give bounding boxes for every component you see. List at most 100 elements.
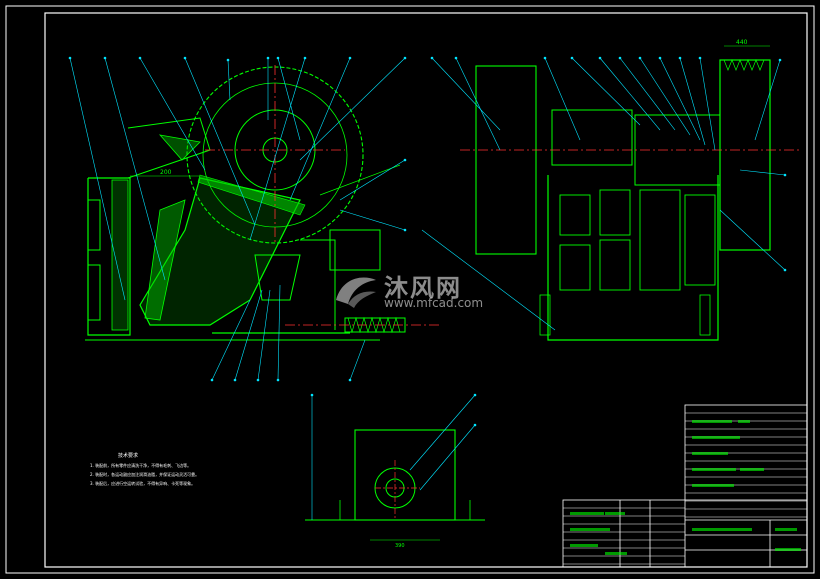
title-block [562, 404, 808, 568]
notes-title: 技术要求 [118, 453, 139, 459]
callout-dot [183, 56, 187, 60]
leader-line [679, 57, 706, 146]
bottom-view [305, 429, 485, 541]
callout-dot [303, 56, 307, 60]
callout-dot [226, 58, 230, 62]
table-cell-text-mark [692, 528, 752, 531]
table-cell-text-mark [692, 436, 740, 439]
callout-dot [403, 56, 407, 60]
bearing-housing [551, 109, 633, 166]
leader-line [104, 57, 166, 281]
table-cell-text-mark [692, 452, 728, 455]
drawing-frame [44, 12, 808, 568]
pulley-grooves [723, 59, 765, 71]
anchor-bolt-left [539, 294, 551, 336]
note-line-3: 3. 装配后，应进行空运转试验，不得有异响、卡死等现象。 [90, 481, 196, 486]
leader-line [184, 57, 256, 226]
note-line-1: 1. 装配前，所有零件应清洗干净，不得有毛刺、飞边等。 [90, 463, 192, 468]
leader-line [227, 59, 231, 101]
callout-dot [570, 56, 574, 60]
motor-frame [354, 429, 456, 521]
table-cell-text-mark [605, 552, 627, 555]
callout-dot [473, 423, 477, 427]
leader-line [289, 57, 351, 201]
callout-dot [276, 56, 280, 60]
watermark-url: www.mfcad.com [384, 296, 484, 310]
side-pocket-2 [559, 244, 591, 291]
callout-dot [454, 56, 458, 60]
frame-side-body [547, 175, 719, 341]
side-pocket-4 [599, 239, 631, 291]
dim-side: 440 [724, 39, 770, 47]
frame-left-wall [87, 177, 131, 336]
callout-dot [473, 393, 477, 397]
rear-wall [300, 239, 336, 330]
side-pocket-1 [559, 194, 591, 236]
callout-dot [698, 56, 702, 60]
callout-dot [783, 268, 787, 272]
table-cell-text-mark [775, 548, 801, 551]
dim-label-3: 390 [395, 543, 405, 549]
leader-line [277, 284, 281, 381]
callout-dot [103, 56, 107, 60]
note-line-2: 2. 装配时，各运动副应加注润滑油脂，并保证运动灵活可靠。 [90, 472, 200, 477]
leader-line [659, 57, 701, 141]
pulley-side [719, 59, 771, 251]
leader-line [277, 57, 301, 141]
callout-dot [210, 378, 214, 382]
table-cell-text-mark [740, 468, 764, 471]
table-cell-text-mark [738, 420, 750, 423]
callout-dot [138, 56, 142, 60]
leader-line [571, 57, 641, 126]
table-cell-text-mark [775, 528, 797, 531]
fixed-jaw-plate [111, 179, 129, 331]
leader-line [419, 424, 476, 491]
watermark-title: 沐风网 [384, 274, 462, 302]
callout-dot [276, 378, 280, 382]
leader-line [339, 159, 406, 201]
side-pocket-3 [599, 189, 631, 236]
callout-dot [403, 158, 407, 162]
table-cell-text-mark [692, 484, 734, 487]
watermark: 沐风网 www.mfcad.com [332, 266, 502, 314]
callout-dot [256, 378, 260, 382]
callout-dot [638, 56, 642, 60]
callout-dot [310, 393, 314, 397]
callout-dot [266, 56, 270, 60]
callout-dot [778, 58, 782, 62]
leader-line [739, 169, 786, 176]
callout-dot [543, 56, 547, 60]
leader-line [431, 57, 501, 131]
callout-dot [348, 378, 352, 382]
leader-line [234, 289, 263, 381]
leader-line [719, 209, 786, 271]
jaw-top-cover [197, 174, 306, 216]
callout-dot [68, 56, 72, 60]
dim-front: 200 [130, 169, 200, 177]
toggle-seat [254, 254, 301, 301]
callout-dot [430, 56, 434, 60]
leader-line [699, 57, 716, 151]
table-cell-text-mark [692, 468, 736, 471]
leader-line [299, 57, 406, 161]
watermark-logo-icon [336, 277, 376, 308]
top-housing [127, 117, 211, 179]
moving-jaw-plate [144, 199, 186, 321]
spring-coils [347, 316, 401, 334]
leader-line [349, 339, 366, 381]
rear-frame-block [329, 229, 381, 271]
callout-dot [598, 56, 602, 60]
leader-line [69, 57, 126, 301]
leader-line [211, 299, 251, 381]
leader-line [599, 57, 661, 131]
leader-line [139, 57, 206, 171]
technical-notes: 技术要求 1. 装配前，所有零件应清洗干净，不得有毛刺、飞边等。 2. 装配时，… [90, 452, 199, 488]
table-cell-text-mark [570, 544, 598, 547]
wedge-block [158, 134, 201, 161]
leader-line [257, 289, 271, 381]
callout-dot [678, 56, 682, 60]
outer-border [5, 5, 815, 574]
callout-dot [233, 378, 237, 382]
side-pocket-5 [639, 189, 681, 291]
